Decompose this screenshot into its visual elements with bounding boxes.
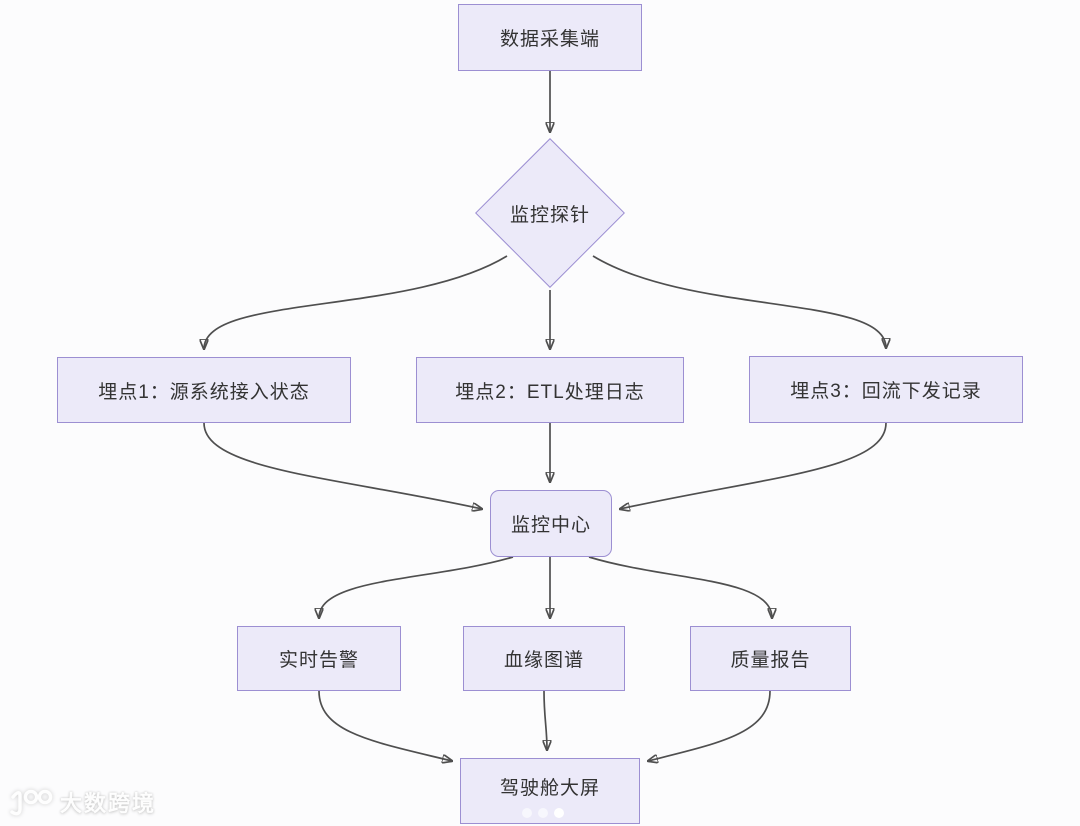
node-dashboard: 驾驶舱大屏: [460, 758, 640, 824]
edge-alert-dashboard: [318, 690, 452, 761]
edge-point1-center: [203, 422, 482, 509]
brand-logo-icon: [10, 789, 53, 816]
node-point3-label: 埋点3：回流下发记录: [790, 381, 982, 402]
edge-lineage-dashboard: [544, 690, 547, 750]
node-point1: 埋点1：源系统接入状态: [57, 357, 351, 423]
node-data-source: 数据采集端: [458, 4, 642, 71]
node-probe: 监控探针: [467, 160, 633, 266]
carousel-dot-3[interactable]: [554, 808, 564, 818]
node-alert-label: 实时告警: [278, 650, 359, 671]
node-lineage: 血缘图谱: [463, 626, 625, 691]
node-data-source-label: 数据采集端: [499, 29, 600, 50]
node-point3: 埋点3：回流下发记录: [749, 356, 1023, 423]
node-point2: 埋点2：ETL处理日志: [416, 357, 684, 423]
node-alert: 实时告警: [237, 626, 401, 691]
node-lineage-label: 血缘图谱: [503, 650, 584, 671]
watermark: 大数跨境: [8, 786, 156, 818]
node-point2-label: 埋点2：ETL处理日志: [455, 381, 645, 403]
node-monitor-center-label: 监控中心: [510, 515, 591, 536]
carousel-dots: [522, 808, 564, 818]
node-dashboard-label: 驾驶舱大屏: [499, 778, 600, 799]
edge-center-quality: [588, 556, 772, 618]
node-point1-label: 埋点1：源系统接入状态: [98, 381, 310, 403]
carousel-dot-1[interactable]: [522, 808, 532, 818]
edge-probe-point3: [592, 255, 886, 348]
brand-name: 大数跨境: [60, 791, 157, 816]
edge-point3-center: [620, 422, 887, 509]
node-probe-label: 监控探针: [509, 204, 590, 226]
edge-probe-point1: [204, 255, 508, 349]
edge-center-alert: [319, 556, 514, 618]
node-quality-label: 质量报告: [730, 650, 811, 671]
node-monitor-center: 监控中心: [490, 490, 612, 557]
node-quality: 质量报告: [690, 626, 851, 691]
carousel-dot-2[interactable]: [538, 808, 548, 818]
edge-quality-dashboard: [648, 690, 771, 761]
